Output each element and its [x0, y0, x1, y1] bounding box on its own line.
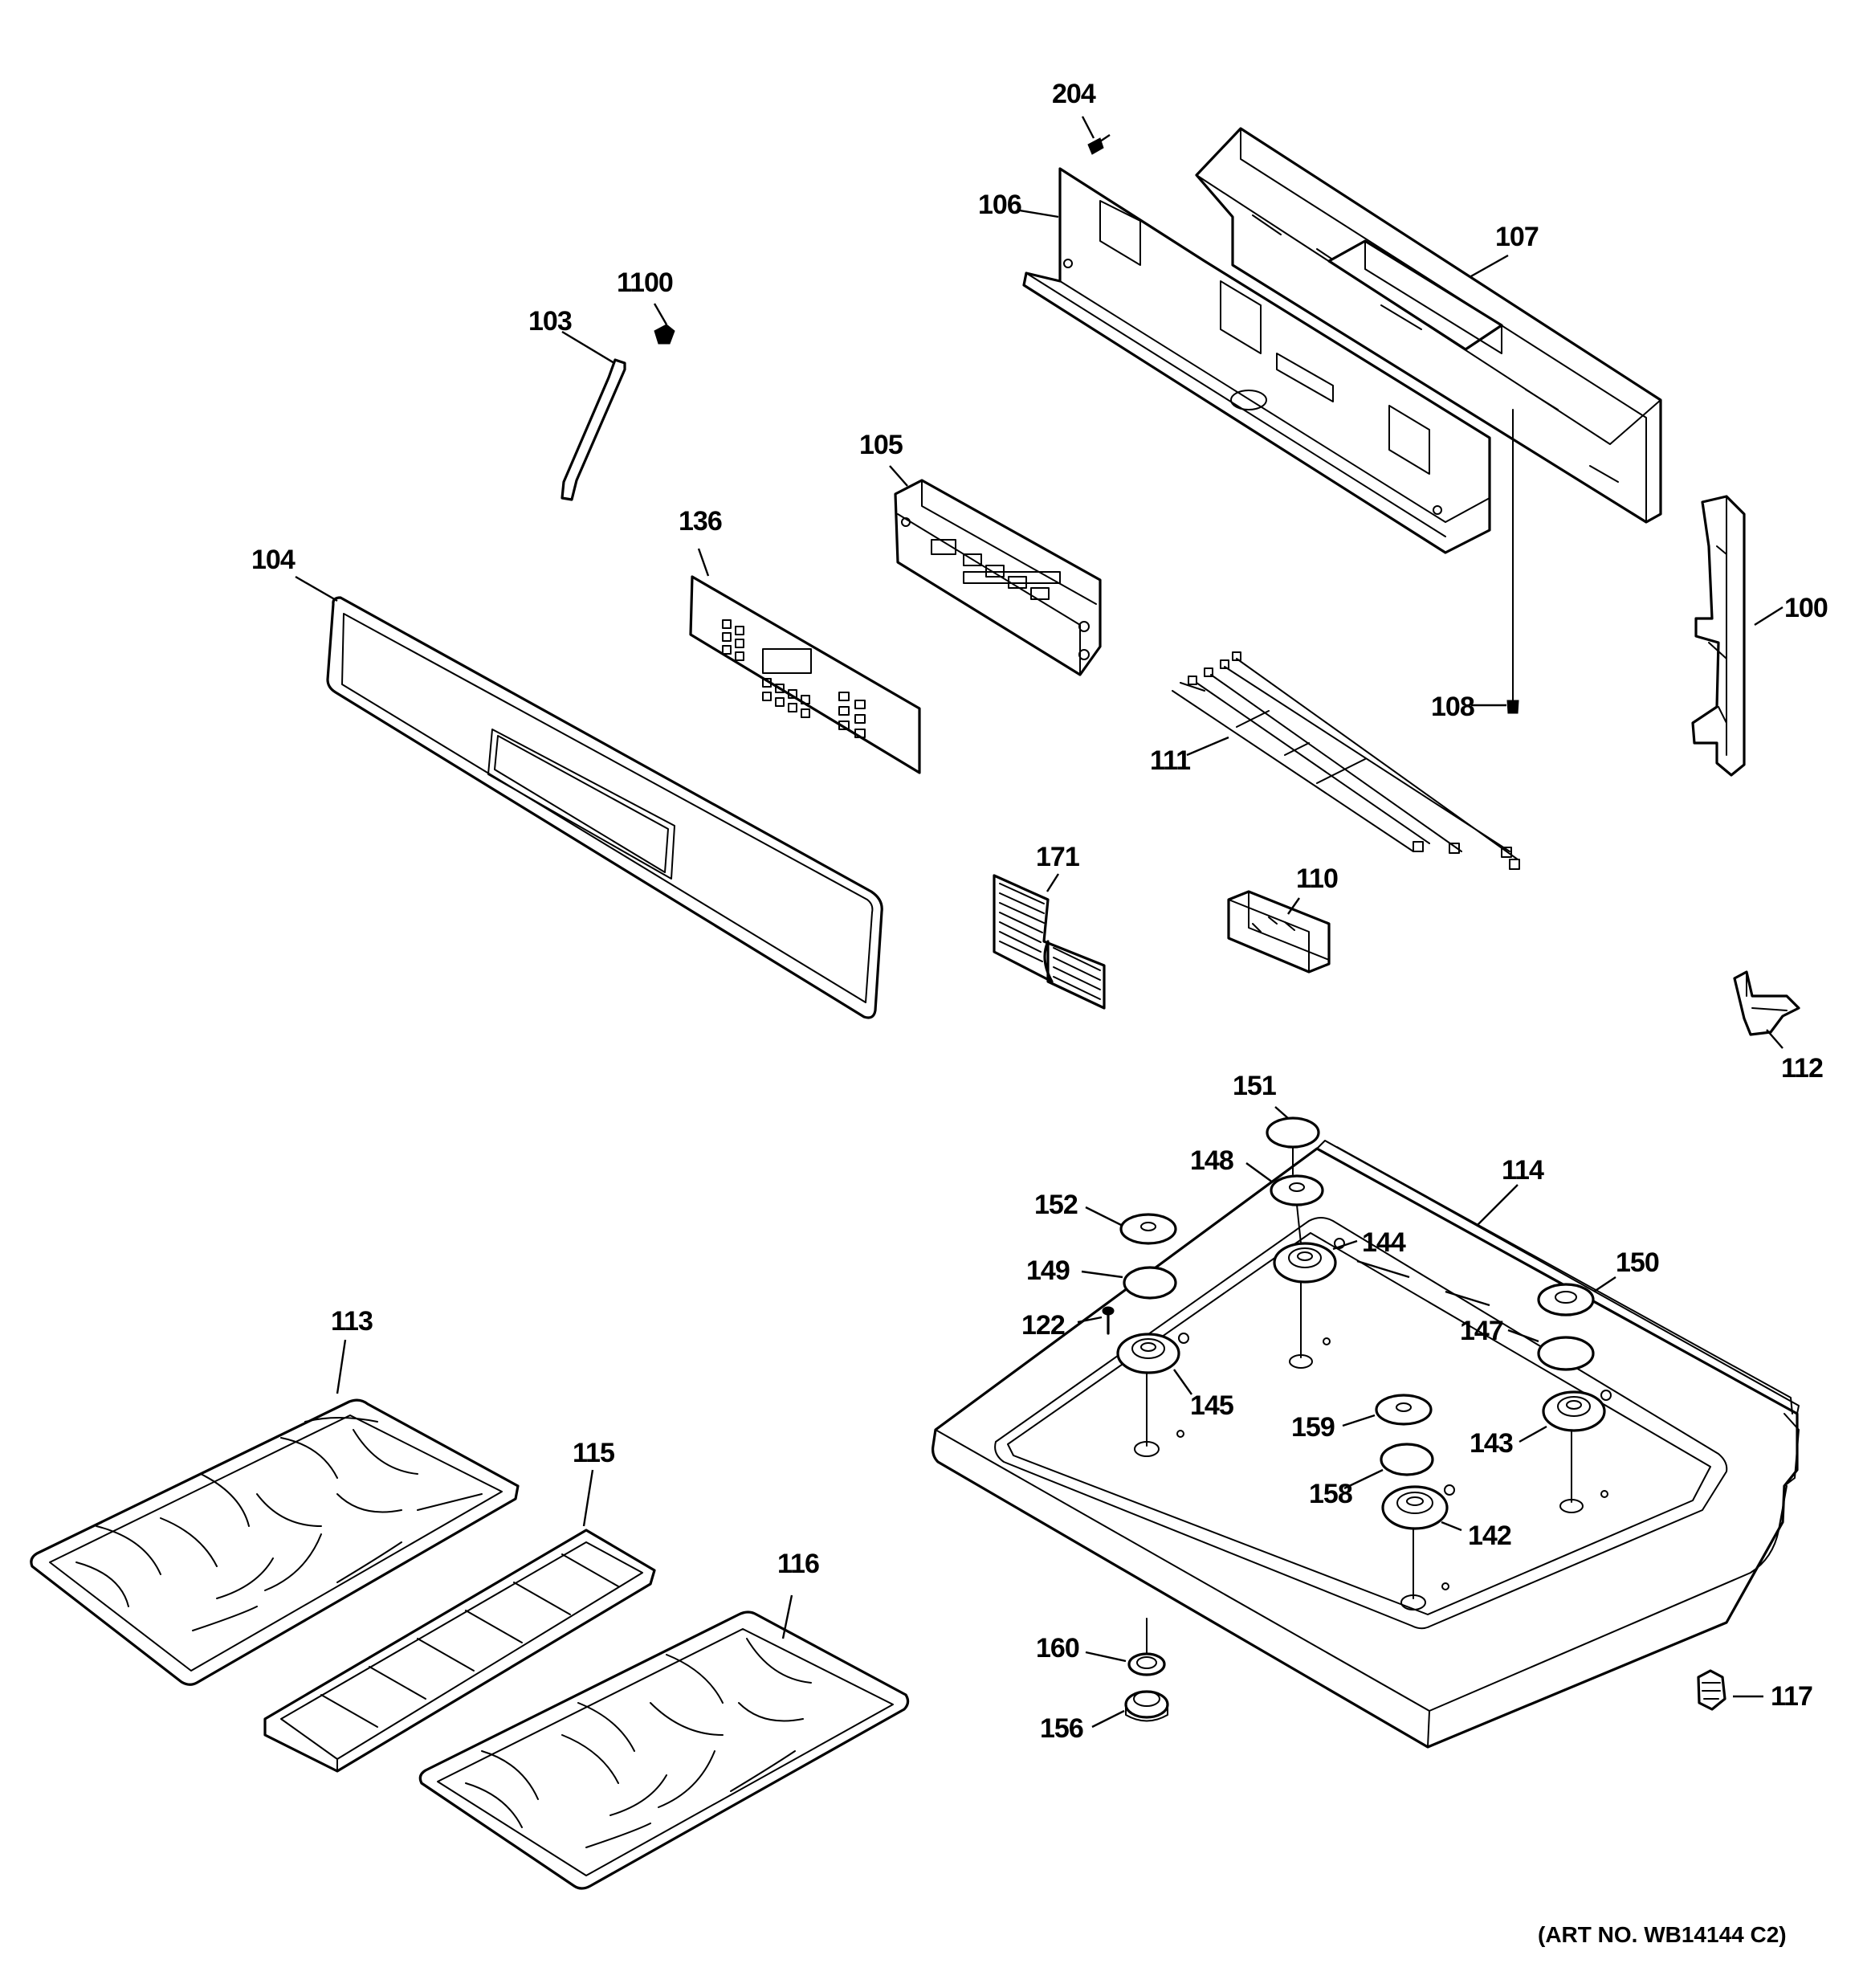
part-156-grommet	[1124, 1690, 1169, 1722]
art-number: (ART NO. WB14144 C2)	[1538, 1922, 1787, 1947]
callout-171: 171	[1036, 842, 1080, 872]
part-111-wire-harness	[1172, 651, 1520, 870]
callout-115: 115	[573, 1438, 615, 1468]
callout-105: 105	[859, 430, 903, 460]
part-104-backguard-trim	[326, 596, 883, 1019]
callout-143: 143	[1470, 1428, 1514, 1459]
part-116-grate-right	[418, 1610, 910, 1890]
callout-159: 159	[1291, 1412, 1335, 1443]
callout-117: 117	[1771, 1681, 1813, 1712]
callout-142: 142	[1468, 1521, 1512, 1551]
callout-106: 106	[978, 190, 1022, 220]
part-112-valve-bracket	[1733, 970, 1800, 1036]
part-150-burner-head	[1537, 1283, 1595, 1316]
part-117-clip	[1697, 1669, 1726, 1711]
part-103-rod	[561, 358, 626, 501]
callout-147: 147	[1460, 1316, 1504, 1346]
callout-111: 111	[1150, 745, 1191, 776]
part-106-bracket	[1022, 167, 1491, 554]
callout-100: 100	[1784, 593, 1828, 623]
callout-107: 107	[1495, 222, 1539, 252]
callout-110: 110	[1296, 863, 1339, 894]
callout-103: 103	[528, 306, 573, 337]
callout-149: 149	[1026, 1255, 1070, 1286]
part-151-burner-cap	[1266, 1116, 1320, 1175]
callout-114: 114	[1502, 1155, 1544, 1186]
callout-1100: 1100	[617, 267, 674, 298]
part-113-grate-left	[30, 1398, 520, 1686]
part-145-burner-front-left	[1116, 1333, 1189, 1457]
part-115-grate-center	[263, 1529, 656, 1773]
part-160-grommet	[1127, 1618, 1166, 1676]
part-159-burner-head	[1375, 1394, 1433, 1426]
callout-104: 104	[251, 545, 296, 575]
callout-160: 160	[1036, 1633, 1080, 1663]
part-152-burner-head	[1119, 1213, 1177, 1245]
callout-112: 112	[1781, 1053, 1824, 1084]
part-110-spark-module	[1227, 890, 1331, 974]
callout-151: 151	[1233, 1071, 1277, 1101]
callout-136: 136	[679, 506, 723, 537]
callout-108: 108	[1431, 692, 1475, 722]
callout-204: 204	[1052, 79, 1096, 109]
part-108-screw	[1506, 409, 1519, 714]
part-136-control-overlay	[689, 575, 921, 774]
part-148-burner-head	[1270, 1174, 1324, 1244]
part-158-burner-cap	[1380, 1443, 1434, 1476]
part-147-burner-cap	[1537, 1336, 1595, 1371]
part-144-burner-rear-left	[1273, 1238, 1345, 1369]
part-142-burner-center	[1381, 1484, 1455, 1610]
callout-144: 144	[1362, 1227, 1406, 1258]
part-204-screw	[1087, 134, 1111, 155]
part-107-rear-panel	[1195, 127, 1662, 524]
leader-lines	[295, 116, 1784, 1729]
part-1100-clip	[654, 324, 675, 345]
part-105-control-board	[894, 479, 1102, 676]
callout-148: 148	[1190, 1145, 1234, 1176]
part-122-screw	[1102, 1306, 1115, 1335]
part-149-burner-cap	[1123, 1266, 1177, 1300]
callout-150: 150	[1616, 1247, 1660, 1278]
callout-158: 158	[1309, 1479, 1353, 1509]
part-143-burner-front-right	[1542, 1390, 1612, 1513]
callout-145: 145	[1190, 1390, 1234, 1421]
callout-116: 116	[777, 1549, 820, 1579]
callout-122: 122	[1021, 1310, 1066, 1341]
callout-156: 156	[1040, 1713, 1084, 1744]
callout-113: 113	[331, 1306, 373, 1337]
callout-152: 152	[1034, 1190, 1078, 1220]
part-100-side-trim	[1691, 495, 1746, 777]
part-171-vent-grille	[993, 874, 1106, 1010]
